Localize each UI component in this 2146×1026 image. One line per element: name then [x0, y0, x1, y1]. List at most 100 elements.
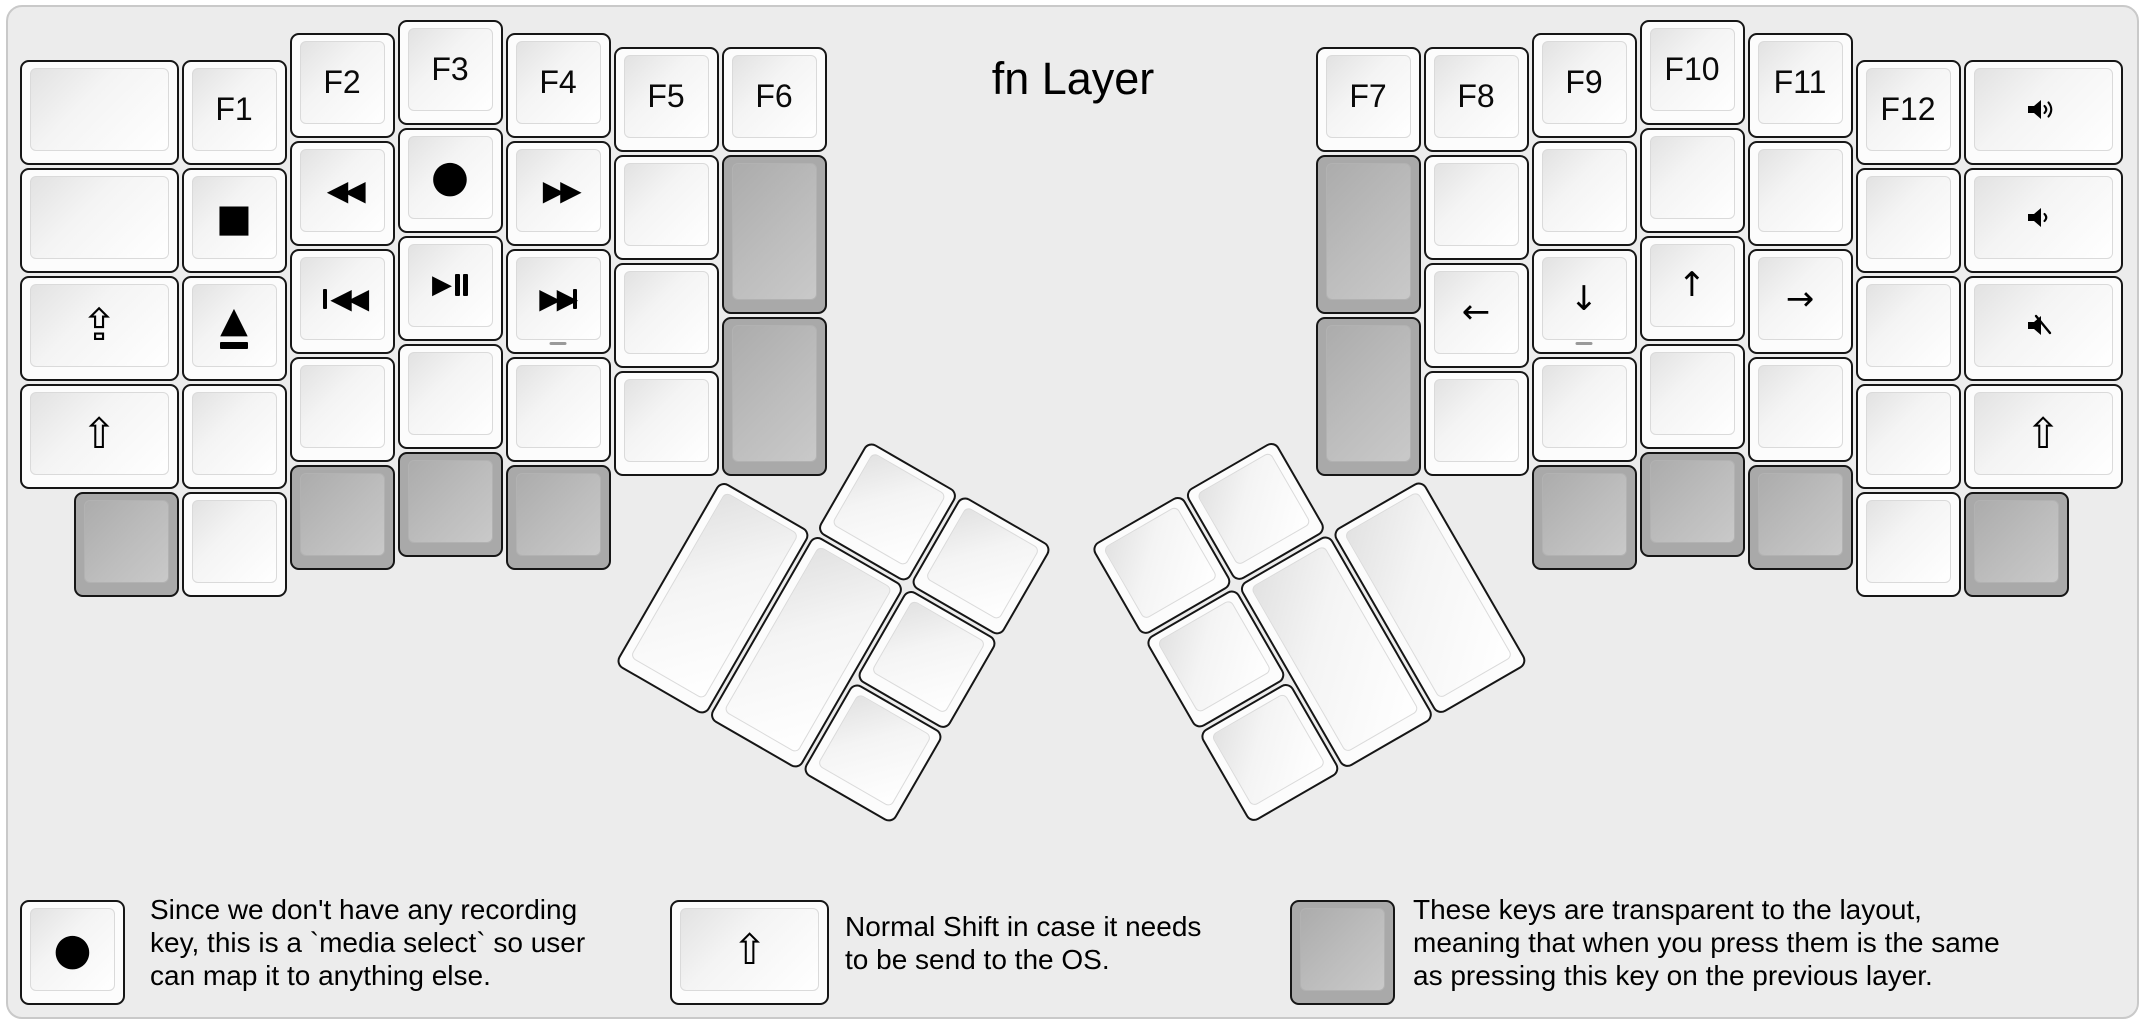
- key-f8[interactable]: F8: [1423, 46, 1529, 152]
- key-label: F1: [215, 91, 253, 127]
- key-transparent[interactable]: [397, 451, 503, 557]
- keycap-surface: ⇪: [29, 284, 169, 367]
- key-transparent[interactable]: [1315, 316, 1421, 476]
- key-blank[interactable]: [1855, 384, 1961, 489]
- key-f12[interactable]: F12: [1855, 60, 1961, 165]
- key-shift-sample: ⇧: [670, 900, 829, 1005]
- key-f3[interactable]: F3: [397, 19, 503, 125]
- key-transparent[interactable]: [721, 316, 827, 476]
- key-f5[interactable]: F5: [613, 46, 719, 152]
- legend-text-line: meaning that when you press them is the …: [1413, 927, 2000, 958]
- keycap-surface: ●: [30, 908, 115, 991]
- key-blank[interactable]: [613, 154, 719, 260]
- key-blank[interactable]: [289, 357, 395, 462]
- keycap-surface: ▶▶: [515, 149, 601, 232]
- key-blank[interactable]: [181, 492, 287, 597]
- key-blank[interactable]: [613, 262, 719, 368]
- key-stop[interactable]: ■: [181, 168, 287, 273]
- key-arrow-right[interactable]: →: [1747, 249, 1853, 354]
- key-f1[interactable]: F1: [181, 60, 287, 165]
- keycap-surface: [1541, 365, 1627, 448]
- keycap-surface: [623, 270, 709, 354]
- key-volume-down[interactable]: [1963, 168, 2123, 273]
- key-arrow-up[interactable]: ↑: [1639, 235, 1745, 341]
- key-blank[interactable]: [613, 370, 719, 476]
- key-blank[interactable]: [1423, 370, 1529, 476]
- key-caps-lock[interactable]: ⇪: [19, 276, 179, 381]
- keycap-surface: ●: [407, 135, 493, 219]
- key-blank[interactable]: [505, 357, 611, 462]
- key-blank[interactable]: [1531, 357, 1637, 462]
- key-blank[interactable]: [181, 384, 287, 489]
- key-f9[interactable]: F9: [1531, 33, 1637, 138]
- key-shift[interactable]: ⇧: [19, 384, 179, 489]
- key-blank[interactable]: [19, 168, 179, 273]
- key-record[interactable]: ●: [397, 127, 503, 233]
- key-transparent[interactable]: [721, 154, 827, 314]
- key-transparent[interactable]: [1639, 451, 1745, 557]
- keycap-surface: [1102, 505, 1218, 620]
- key-blank[interactable]: [1747, 357, 1853, 462]
- keycap-surface: ■: [191, 176, 277, 259]
- key-transparent[interactable]: [1531, 465, 1637, 570]
- key-blank[interactable]: [1531, 141, 1637, 246]
- legend-text-line: to be send to the OS.: [845, 944, 1110, 975]
- key-blank[interactable]: [1855, 276, 1961, 381]
- key-transparent-sample: [1290, 900, 1395, 1005]
- keycap-surface: [515, 473, 601, 556]
- keycap-surface: [1973, 284, 2113, 367]
- key-transparent[interactable]: [289, 465, 395, 570]
- eject-icon: ▲: [220, 302, 248, 349]
- key-label: F2: [323, 64, 361, 100]
- keycap-surface: ⇧: [1973, 392, 2113, 475]
- key-blank[interactable]: [19, 60, 179, 165]
- key-eject[interactable]: ▲: [181, 276, 287, 381]
- keycap-surface: [623, 378, 709, 462]
- keycap-surface: F4: [515, 41, 601, 124]
- key-blank[interactable]: [1855, 492, 1961, 597]
- keycap-surface: [623, 162, 709, 246]
- key-volume-up[interactable]: [1963, 60, 2123, 165]
- key-blank[interactable]: [1423, 154, 1529, 260]
- key-prev-track[interactable]: ◀◀: [289, 249, 395, 354]
- key-shift[interactable]: ⇧: [1963, 384, 2123, 489]
- key-f6[interactable]: F6: [721, 46, 827, 152]
- key-blank[interactable]: [1747, 141, 1853, 246]
- key-next-track[interactable]: ▶▶: [505, 249, 611, 354]
- key-f2[interactable]: F2: [289, 33, 395, 138]
- key-transparent[interactable]: [1747, 465, 1853, 570]
- key-blank[interactable]: [397, 343, 503, 449]
- legend-text-line: key, this is a `media select` so user: [150, 927, 586, 958]
- keycap-surface: ↑: [1649, 243, 1735, 327]
- key-play-pause[interactable]: ▶: [397, 235, 503, 341]
- key-rewind[interactable]: ◀◀: [289, 141, 395, 246]
- key-transparent[interactable]: [1963, 492, 2069, 597]
- key-blank[interactable]: [1855, 168, 1961, 273]
- key-f11[interactable]: F11: [1747, 33, 1853, 138]
- key-f10[interactable]: F10: [1639, 19, 1745, 125]
- key-arrow-down[interactable]: ↓: [1531, 249, 1637, 354]
- key-f4[interactable]: F4: [505, 33, 611, 138]
- key-arrow-left[interactable]: ←: [1423, 262, 1529, 368]
- arrow-right-icon: →: [1785, 278, 1815, 319]
- keycap-surface: [407, 351, 493, 435]
- key-blank[interactable]: [1639, 127, 1745, 233]
- shift-icon: ⇧: [81, 408, 117, 458]
- keycap-surface: F5: [623, 54, 709, 138]
- keycap-surface: [1325, 162, 1411, 300]
- homing-bar: [549, 342, 567, 345]
- keycap-surface: [1757, 365, 1843, 448]
- key-f7[interactable]: F7: [1315, 46, 1421, 152]
- keycap-surface: ⇧: [29, 392, 169, 475]
- keycap-surface: F6: [731, 54, 817, 138]
- key-transparent[interactable]: [1315, 154, 1421, 314]
- key-fast-forward[interactable]: ▶▶: [505, 141, 611, 246]
- key-mute[interactable]: [1963, 276, 2123, 381]
- record-icon: ●: [53, 923, 92, 975]
- key-blank[interactable]: [1639, 343, 1745, 449]
- key-transparent[interactable]: [73, 492, 179, 597]
- key-transparent[interactable]: [505, 465, 611, 570]
- keycap-surface: [515, 365, 601, 448]
- keycap-surface: [731, 162, 817, 300]
